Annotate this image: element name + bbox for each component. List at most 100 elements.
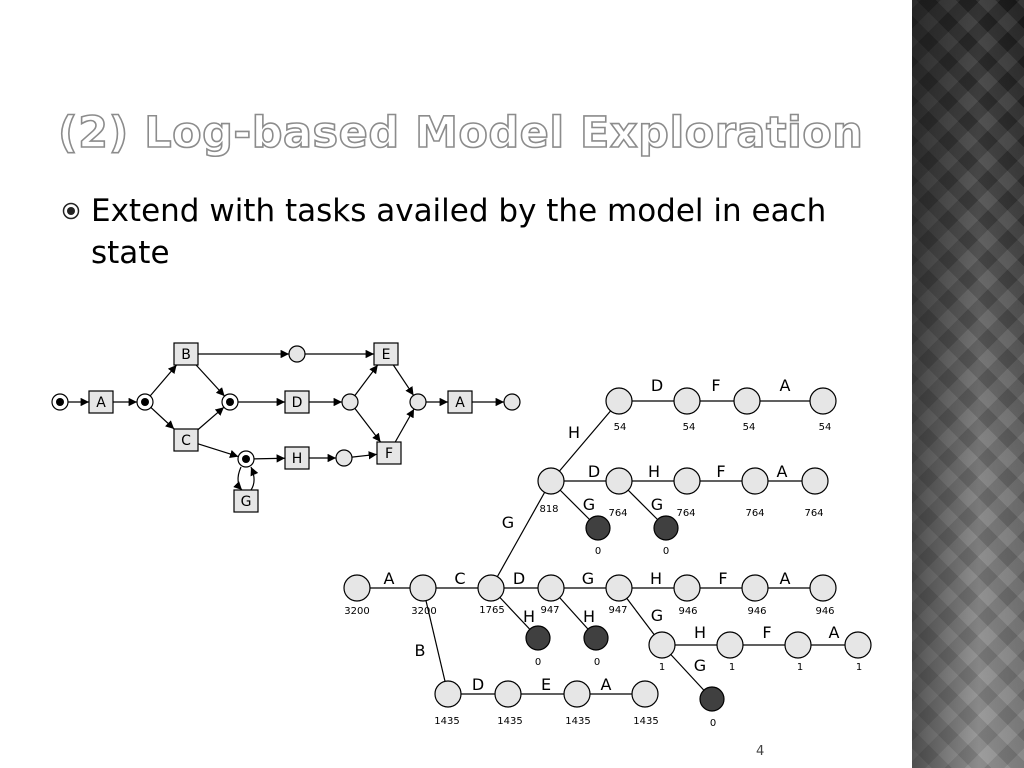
edge-task-label: G: [502, 513, 514, 532]
petri-transition: D: [284, 390, 310, 414]
slide-title: (2) Log-based Model Exploration: [57, 107, 864, 159]
state-count: 1: [856, 662, 862, 673]
state-count: 0: [663, 546, 669, 557]
petri-place: [221, 393, 239, 411]
state-count: 1765: [479, 605, 504, 616]
petri-place: [237, 450, 255, 468]
state-node: [784, 631, 812, 659]
tree-edge: [422, 587, 449, 695]
state-node: [434, 680, 462, 708]
state-count: 54: [819, 422, 832, 433]
terminal-state-node: [653, 515, 679, 541]
state-count: 947: [608, 605, 627, 616]
edge-task-label: D: [651, 376, 663, 395]
petri-arc: [351, 451, 378, 460]
petri-transition: G: [233, 489, 259, 513]
terminal-state-node: [583, 625, 609, 651]
state-node: [631, 680, 659, 708]
state-count: 946: [747, 606, 766, 617]
petri-arc: [149, 364, 178, 397]
tree-edge: [550, 400, 620, 482]
state-node: [733, 387, 761, 415]
edge-task-label: A: [780, 569, 791, 588]
petri-place: [341, 393, 359, 411]
petri-transition: H: [284, 446, 310, 470]
radio-bullet-icon: [62, 202, 80, 220]
edge-task-label: G: [583, 495, 595, 514]
page-number: 4: [756, 744, 765, 759]
edge-task-label: F: [711, 376, 720, 395]
petri-transition: A: [88, 390, 114, 414]
transition-label: C: [181, 433, 191, 449]
state-count: 764: [745, 508, 764, 519]
token-dot: [141, 398, 149, 406]
state-node: [605, 387, 633, 415]
petri-arc: [354, 407, 382, 443]
petri-arc: [197, 406, 225, 431]
state-count: 946: [815, 606, 834, 617]
petri-transition: A: [447, 390, 473, 414]
edge-task-label: D: [588, 462, 600, 481]
edge-task-label: D: [472, 675, 484, 694]
petri-place: [409, 393, 427, 411]
state-count: 54: [614, 422, 627, 433]
transition-label: H: [292, 451, 303, 467]
state-count: 1: [659, 662, 665, 673]
state-node: [477, 574, 505, 602]
edge-task-label: G: [651, 606, 663, 625]
state-count: 1: [729, 662, 735, 673]
petri-place: [136, 393, 154, 411]
transition-label: A: [455, 395, 465, 411]
petri-place: [503, 393, 521, 411]
edge-task-label: F: [762, 623, 771, 642]
state-node: [563, 680, 591, 708]
petri-place: [335, 449, 353, 467]
tree-edge: [490, 480, 552, 589]
state-node: [537, 467, 565, 495]
edge-task-label: H: [694, 623, 706, 642]
transition-label: G: [241, 494, 252, 510]
petri-net: A B C D E F H G A: [51, 342, 521, 513]
state-node: [716, 631, 744, 659]
petri-place: [51, 393, 69, 411]
edge-task-label: H: [648, 462, 660, 481]
petri-arc: [392, 364, 415, 396]
petri-arc: [253, 454, 286, 463]
edge-task-label: G: [582, 569, 594, 588]
state-node: [537, 574, 565, 602]
transition-label: B: [181, 347, 191, 363]
edge-task-label: A: [829, 623, 840, 642]
state-count: 54: [683, 422, 696, 433]
petri-arc: [195, 364, 226, 397]
state-node: [741, 574, 769, 602]
edge-task-label: A: [601, 675, 612, 694]
state-count: 764: [676, 508, 695, 519]
petri-arc: [150, 406, 175, 430]
state-count: 3200: [411, 606, 436, 617]
token-dot: [226, 398, 234, 406]
state-count: 54: [743, 422, 756, 433]
edge-task-label: H: [650, 569, 662, 588]
petri-transition: E: [373, 342, 399, 366]
edge-task-label: B: [415, 641, 426, 660]
state-count: 1435: [434, 716, 459, 727]
token-dot: [56, 398, 64, 406]
state-node: [809, 387, 837, 415]
transition-label: A: [96, 395, 106, 411]
state-count: 764: [608, 508, 627, 519]
petri-arc: [197, 443, 239, 459]
edge-task-label: G: [651, 495, 663, 514]
state-count: 0: [595, 546, 601, 557]
state-node: [741, 467, 769, 495]
edge-task-label: D: [513, 569, 525, 588]
state-node: [673, 574, 701, 602]
petri-arc: [354, 364, 379, 396]
transition-label: F: [385, 446, 393, 462]
bullet-text: Extend with tasks availed by the model i…: [91, 193, 827, 271]
state-count: 0: [710, 718, 716, 729]
edge-task-label: F: [716, 462, 725, 481]
state-count: 1435: [497, 716, 522, 727]
petri-arc: [250, 466, 259, 491]
